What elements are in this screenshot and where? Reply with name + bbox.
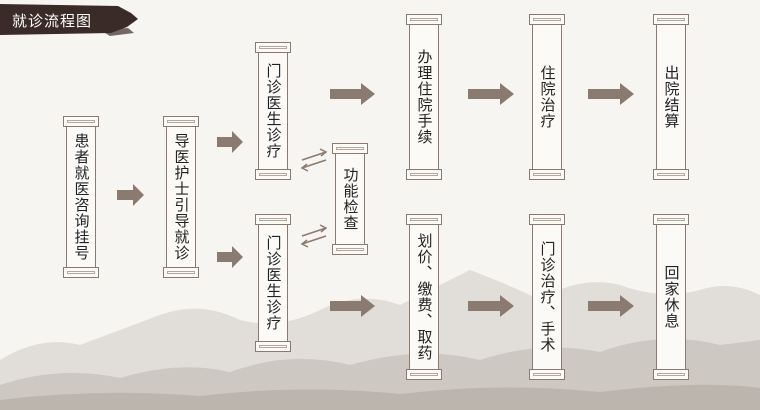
node-outpatient-bottom: 门诊医生诊疗 [255,214,291,352]
arrow-consult-to-guide [117,184,144,206]
exchange-arrows-top [300,148,328,172]
arrow-admission-to-inpatient [468,83,514,105]
node-guide: 导医护士引导就诊 [163,116,199,278]
node-admission: 办理住院手续 [406,14,442,180]
node-inpatient: 住院治疗 [529,14,565,180]
node-outpatient-top: 门诊医生诊疗 [255,42,291,180]
node-home: 回家休息 [653,214,689,380]
node-payment: 划价、缴费、取药 [406,214,442,380]
arrow-payment-to-outpatient-treat [468,295,514,317]
title-banner [0,4,138,36]
arrow-guide-to-outpatient-bottom [217,246,243,268]
exchange-arrows-bottom [300,224,328,248]
arrow-outpatient-treat-to-home [588,295,634,317]
node-outpatient-treat: 门诊治疗、手术 [529,214,565,380]
arrow-outpatient-bottom-to-payment [330,295,375,317]
arrow-outpatient-top-to-admission [330,83,375,105]
arrow-guide-to-outpatient-top [217,131,243,153]
node-consult: 患者就医咨询挂号 [63,116,99,278]
page-title: 就诊流程图 [12,12,93,30]
arrow-inpatient-to-discharge [588,83,634,105]
node-discharge: 出院结算 [653,14,689,180]
node-function-test: 功能检查 [332,143,368,255]
